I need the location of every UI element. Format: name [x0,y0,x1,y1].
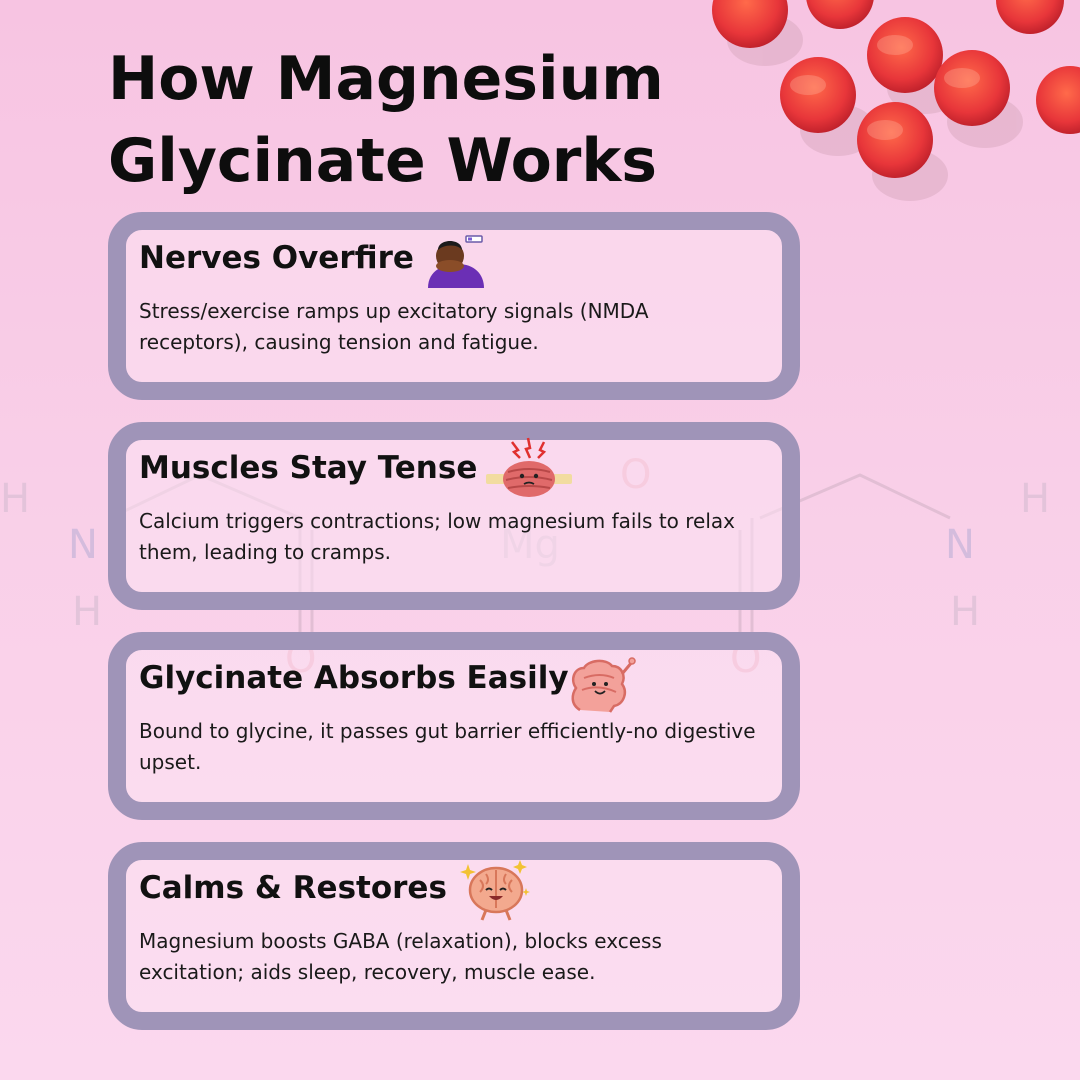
svg-text:H: H [1020,476,1050,522]
svg-text:H: H [72,589,102,635]
card-title: Glycinate Absorbs Easily [139,660,569,696]
card-description: Calcium triggers contractions; low magne… [139,509,735,564]
card-description: Bound to glycine, it passes gut barrier … [139,719,756,774]
svg-text:H: H [950,589,980,635]
card-description: Magnesium boosts GABA (relaxation), bloc… [139,929,662,984]
info-card-nerves-overfire: Nerves Overfire Stress/exercise ramps up… [108,212,800,400]
happy-brain-icon [460,860,530,921]
info-card-glycinate-absorbs-easily: Glycinate Absorbs Easily Bound to glycin… [108,632,800,820]
svg-text:N: N [945,522,975,568]
page-title: How Magnesium Glycinate Works [108,44,664,196]
svg-text:N: N [68,522,98,568]
info-card-calms-and-restores: Calms & Restores Magnesium boosts GABA (… [108,842,800,1030]
card-title: Muscles Stay Tense [139,450,478,486]
tired-person-icon [428,235,484,288]
tense-muscle-icon [486,437,572,497]
card-title: Nerves Overfire [139,240,414,276]
happy-intestine-icon [571,657,636,713]
card-title: Calms & Restores [139,870,447,906]
svg-text:H: H [0,476,30,522]
card-description: Stress/exercise ramps up excitatory sign… [139,299,649,354]
gummy-supplements-image [712,0,1080,201]
info-card-muscles-stay-tense: Muscles Stay Tense Calcium triggers cont… [108,422,800,610]
